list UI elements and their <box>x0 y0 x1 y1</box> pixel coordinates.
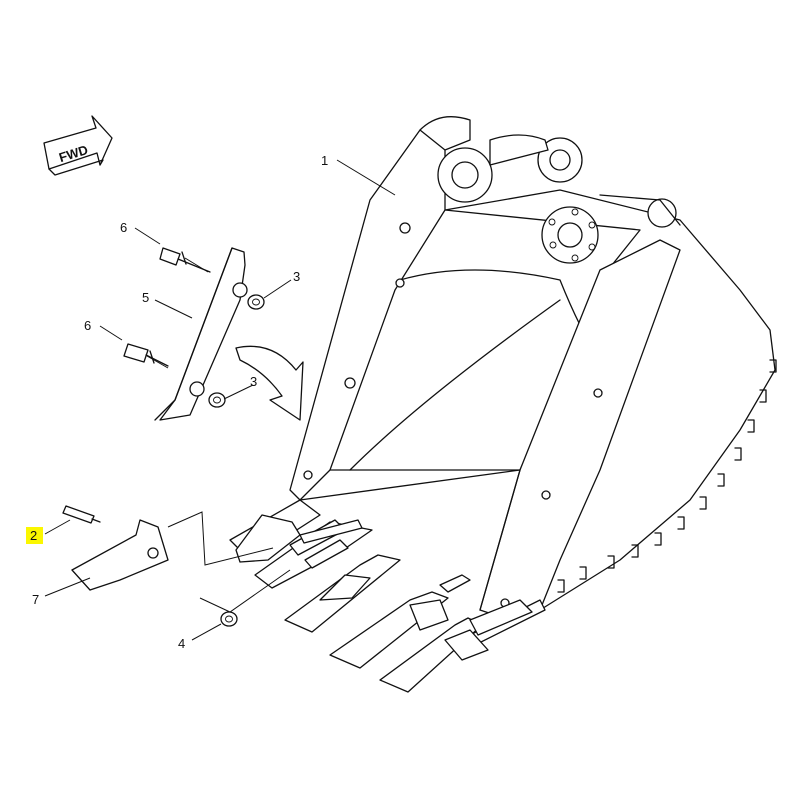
forward-arrow-icon: FWD <box>43 115 113 176</box>
callout-retainer[interactable]: 4 <box>178 636 185 651</box>
callout-washer-lower[interactable]: 3 <box>250 374 257 389</box>
bucket-teeth-row <box>235 514 533 693</box>
retainer-part <box>220 611 238 627</box>
callout-bolt-lower[interactable]: 6 <box>84 318 91 333</box>
washer-lower-part <box>208 392 226 408</box>
selected-callout-highlight <box>26 527 43 544</box>
callout-bolt-upper[interactable]: 6 <box>120 220 127 235</box>
assembly-guide-lines <box>146 257 291 613</box>
callout-tip[interactable]: 7 <box>32 592 39 607</box>
leader-lines <box>44 159 396 641</box>
washer-upper-part <box>247 294 265 310</box>
bolt-lower-part <box>123 343 169 367</box>
callout-bucket[interactable]: 1 <box>321 153 328 168</box>
side-cutter-part <box>154 247 248 421</box>
callout-side-cutter[interactable]: 5 <box>142 290 149 305</box>
tip-part <box>71 519 169 591</box>
bucket-body <box>229 116 777 651</box>
pin-part <box>62 505 101 524</box>
callout-pin[interactable]: 2 <box>30 528 37 543</box>
install-direction-arrow-icon <box>235 345 304 421</box>
callout-washer-upper[interactable]: 3 <box>293 269 300 284</box>
